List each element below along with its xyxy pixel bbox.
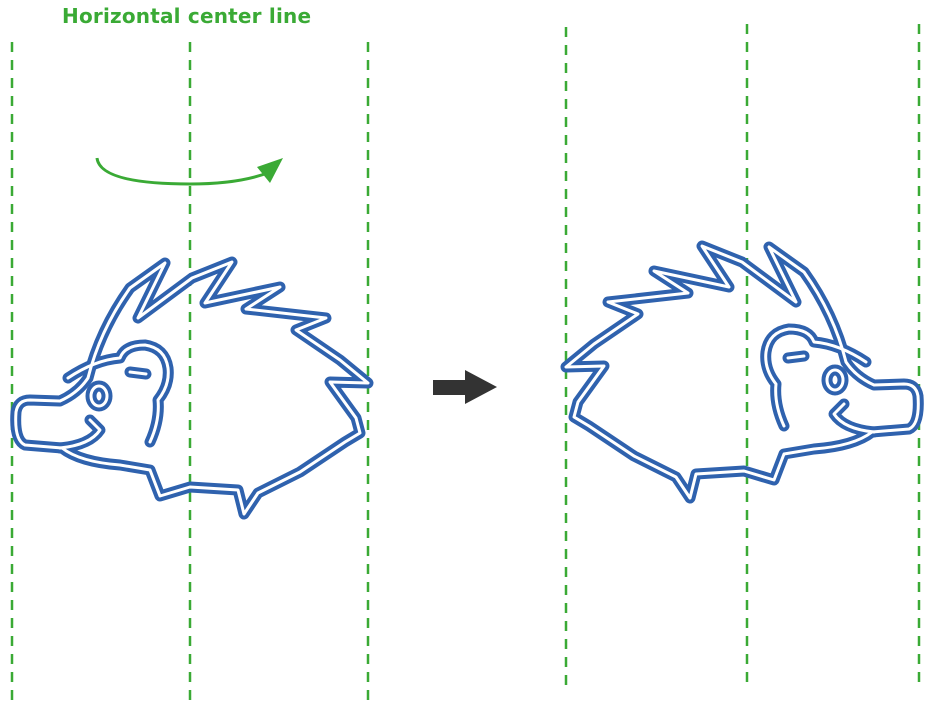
hedgehog-flipped-icon [566,246,918,498]
right-arrow-icon [433,370,497,404]
guide-lines [10,24,921,700]
diagram-title: Horizontal center line [62,4,312,28]
hedgehog-icon [16,262,368,514]
curved-arrow-icon [95,157,283,186]
